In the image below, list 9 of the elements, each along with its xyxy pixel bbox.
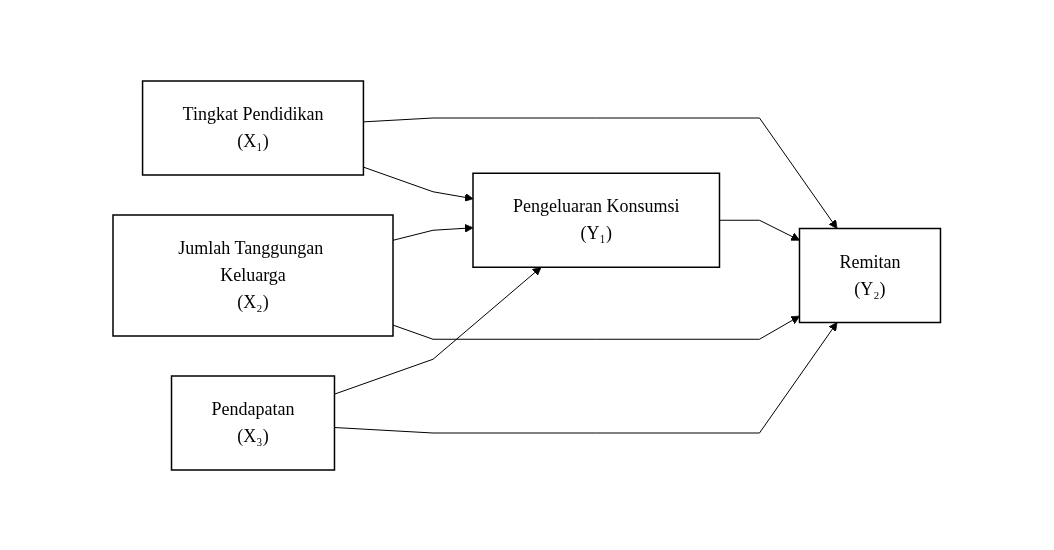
arrow	[363, 166, 474, 202]
arrow	[363, 117, 838, 229]
arrow	[334, 321, 838, 433]
node-box	[472, 172, 721, 268]
node-box	[142, 79, 365, 176]
arrow	[334, 266, 542, 395]
node-box	[112, 213, 394, 337]
node-box	[171, 374, 336, 471]
node-box	[799, 227, 942, 323]
